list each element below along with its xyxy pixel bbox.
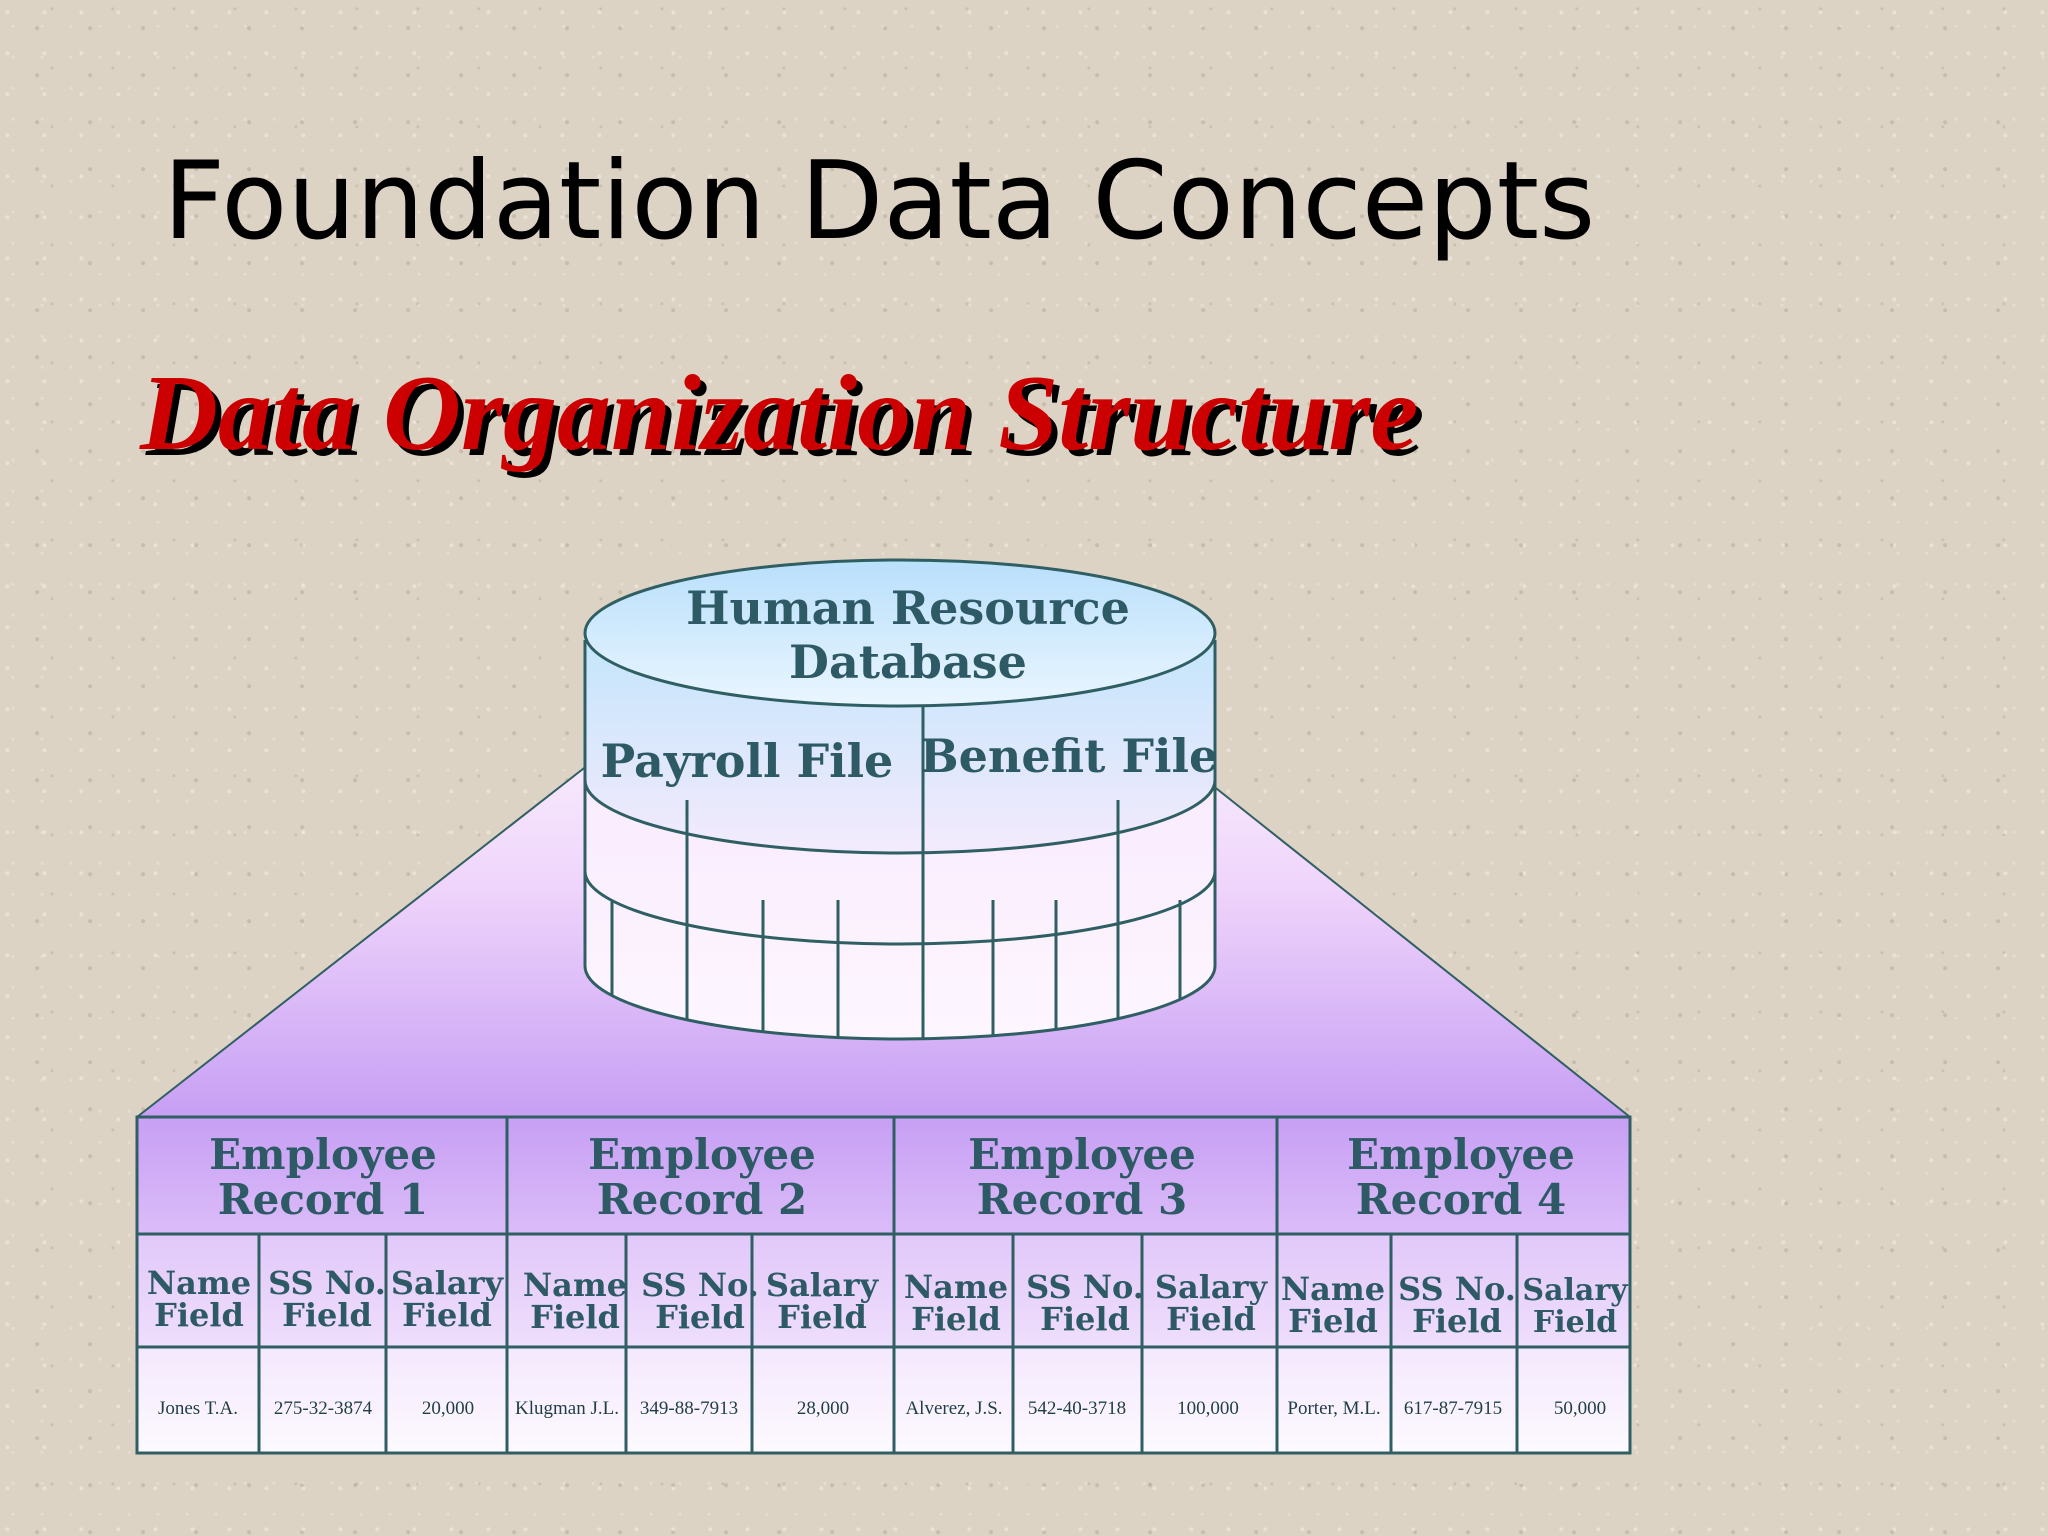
record-3-salary-value: 100,000 [1177,1398,1239,1419]
record-3-label-line1: Employee [968,1130,1196,1179]
field-name-label: Field [154,1296,244,1334]
database-name-line2: Database [789,635,1027,689]
record-1-name-value: Jones T.A. [158,1398,238,1419]
record-1-ssn-value: 275-32-3874 [274,1398,373,1419]
record-2-label-line1: Employee [588,1130,816,1179]
slide-title: Foundation Data Concepts [163,139,1596,264]
record-4-label-line2: Record 4 [1356,1175,1567,1224]
record-1-salary-value: 20,000 [422,1398,474,1419]
payroll-file-label: Payroll File [601,734,894,788]
field-name-label: Name [147,1264,251,1302]
field-salary-label: Field [402,1296,492,1334]
record-1-label-line1: Employee [209,1130,437,1179]
field-ssn-label: Field [282,1296,372,1334]
field-name-label: Name [1281,1270,1385,1308]
field-ssn-label: Field [1412,1302,1502,1340]
field-name-label: Name [904,1268,1008,1306]
record-4-ssn-value: 617-87-7915 [1404,1398,1502,1419]
field-ssn-label: SS No. [1026,1268,1144,1306]
database-name-line1: Human Resource [686,581,1130,635]
employee-records-table: Employee Record 1 Employee Record 2 Empl… [135,1115,1632,1455]
field-name-label: Field [911,1300,1001,1338]
field-salary-label: Salary [1155,1268,1269,1306]
field-salary-label: Salary [1522,1273,1629,1308]
record-4-salary-value: 50,000 [1554,1398,1606,1419]
record-3-ssn-value: 542-40-3718 [1028,1398,1126,1419]
field-name-label: Field [1288,1302,1378,1340]
record-3-label-line2: Record 3 [977,1175,1188,1224]
benefit-file-label: Benefit File [920,729,1218,783]
field-salary-label: Salary [766,1266,880,1304]
field-name-label: Field [530,1298,620,1336]
field-ssn-label: Field [1040,1300,1130,1338]
database-cylinder: Human Resource Database Payroll File Ben… [583,558,1218,1041]
field-salary-label: Field [777,1298,867,1336]
field-salary-label: Salary [391,1264,505,1302]
field-name-label: Name [523,1266,627,1304]
record-2-name-value: Klugman J.L. [515,1398,619,1419]
record-1-label-line2: Record 1 [218,1175,429,1224]
field-salary-label: Field [1533,1305,1617,1340]
field-ssn-label: Field [655,1298,745,1336]
record-2-ssn-value: 349-88-7913 [640,1398,738,1419]
record-3-name-value: Alverez, J.S. [905,1398,1002,1419]
slide-subtitle: Data Organization Structure [140,354,1419,473]
field-ssn-label: SS No. [1398,1270,1516,1308]
record-4-name-value: Porter, M.L. [1287,1398,1380,1419]
field-salary-label: Field [1166,1300,1256,1338]
field-ssn-label: SS No. [268,1264,386,1302]
record-2-label-line2: Record 2 [597,1175,808,1224]
field-ssn-label: SS No. [641,1266,759,1304]
record-4-label-line1: Employee [1347,1130,1575,1179]
record-2-salary-value: 28,000 [797,1398,849,1419]
